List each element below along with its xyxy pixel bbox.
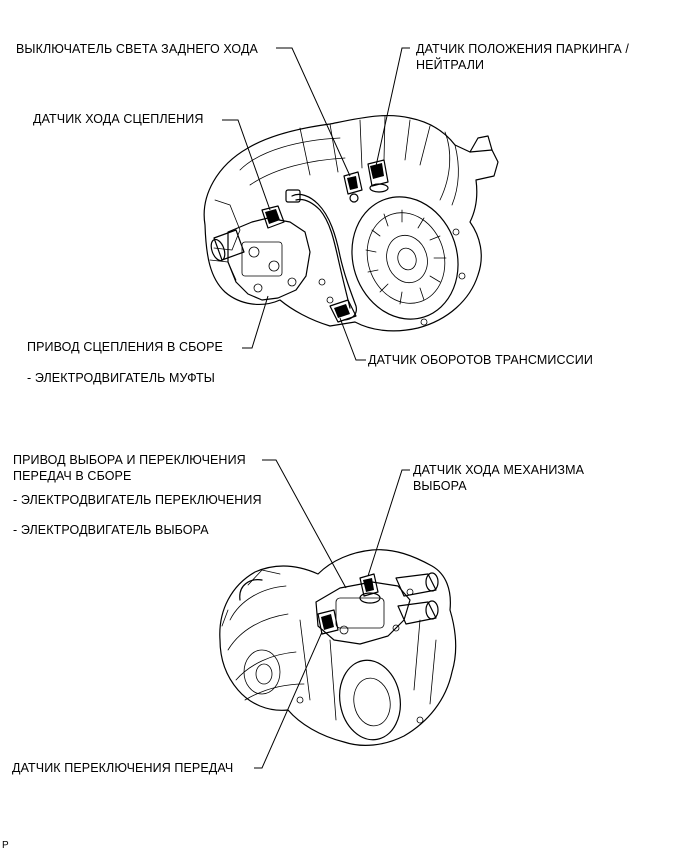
select-stroke-sensor-label-line2: ВЫБОРА: [413, 479, 467, 493]
upper-transmission-drawing: [203, 114, 499, 332]
shift-actuator-label-line1: ПРИВОД ВЫБОРА И ПЕРЕКЛЮЧЕНИЯ: [13, 453, 246, 467]
select-stroke-sensor-label-line1: ДАТЧИК ХОДА МЕХАНИЗМА: [413, 463, 585, 477]
transmission-speed-sensor-label: ДАТЧИК ОБОРОТОВ ТРАНСМИССИИ: [368, 353, 593, 367]
shift-motor-label: - ЭЛЕКТРОДВИГАТЕЛЬ ПЕРЕКЛЮЧЕНИЯ: [13, 493, 262, 507]
clutch-actuator-label: ПРИВОД СЦЕПЛЕНИЯ В СБОРЕ: [27, 340, 223, 354]
lower-leader-lines: [254, 459, 410, 769]
upper-leader-lines: [222, 47, 410, 361]
clutch-stroke-sensor-label: ДАТЧИК ХОДА СЦЕПЛЕНИЯ: [33, 112, 204, 126]
shift-actuator-label-line2: ПЕРЕДАЧ В СБОРЕ: [13, 469, 132, 483]
clutch-motor-label: - ЭЛЕКТРОДВИГАТЕЛЬ МУФТЫ: [27, 371, 215, 385]
park-neutral-sensor-label-line1: ДАТЧИК ПОЛОЖЕНИЯ ПАРКИНГА /: [416, 42, 630, 56]
park-neutral-sensor-label-line2: НЕЙТРАЛИ: [416, 58, 485, 72]
select-motor-label: - ЭЛЕКТРОДВИГАТЕЛЬ ВЫБОРА: [13, 523, 209, 537]
reverse-light-switch-label: ВЫКЛЮЧАТЕЛЬ СВЕТА ЗАДНЕГО ХОДА: [16, 42, 258, 56]
shift-sensor-label: ДАТЧИК ПЕРЕКЛЮЧЕНИЯ ПЕРЕДАЧ: [12, 761, 234, 775]
lower-transmission-drawing: [219, 549, 457, 746]
corner-mark: P: [2, 840, 9, 851]
